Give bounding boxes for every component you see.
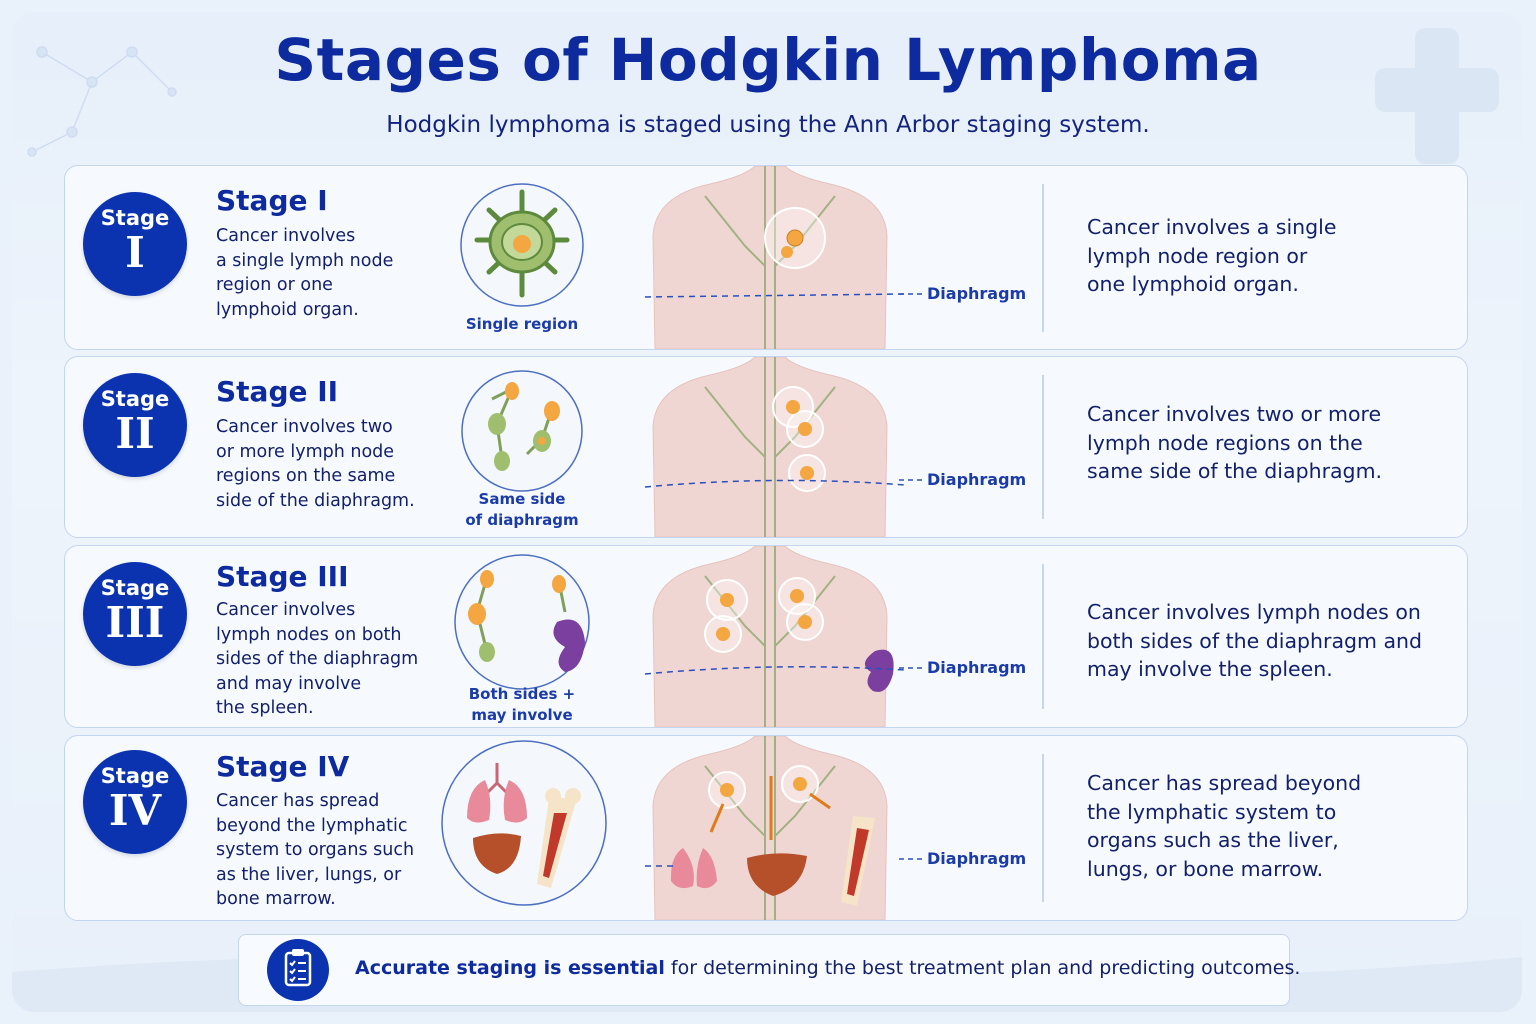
stage-description: Cancer involves a single lymph node regi… (216, 226, 394, 320)
stage-description: Cancer has spread beyond the lymphatic s… (216, 791, 415, 909)
diaphragm-label: Diaphragm (927, 470, 1027, 489)
diaphragm-label: Diaphragm (927, 658, 1027, 677)
inset-label: Both sides + may involve spleen (468, 685, 576, 724)
stage-badge-1: Stage I (83, 192, 187, 296)
torso-illustration (644, 546, 905, 727)
diaphragm-leader (899, 293, 925, 295)
footer-text-rest: for determining the best treatment plan … (664, 957, 1301, 979)
lymph-chain-icon (461, 370, 583, 492)
torso-illustration (644, 166, 905, 349)
lymph-spleen-icon (454, 554, 590, 690)
diaphragm-leader (899, 479, 925, 481)
stage-card-3: Stage III Stage III Cancer involves lymp… (64, 545, 1468, 728)
page-title: Stages of Hodgkin Lymphoma (274, 26, 1262, 94)
divider (1042, 375, 1044, 519)
diaphragm-label: Diaphragm (927, 849, 1027, 868)
inset-label: Same side of diaphragm (465, 490, 579, 529)
stage-badge-3: Stage III (83, 562, 187, 666)
stage-summary: Cancer has spread beyond the lymphatic s… (1087, 771, 1362, 881)
stage-badge-numeral: IV (108, 786, 162, 835)
clipboard-checklist-icon (267, 939, 329, 1001)
lungs-icon (467, 763, 527, 823)
stage-description: Cancer involves two or more lymph node r… (216, 417, 415, 511)
stage-badge-word: Stage (100, 387, 170, 411)
stage-heading: Stage III (216, 560, 349, 593)
divider (1042, 184, 1044, 332)
stage-badge-2: Stage II (83, 373, 187, 477)
stage-heading: Stage II (216, 375, 339, 408)
footer-note: Accurate staging is essential for determ… (238, 934, 1300, 1006)
stage-description: Cancer involves lymph nodes on both side… (216, 600, 419, 718)
stage-summary: Cancer involves two or more lymph node r… (1087, 402, 1383, 483)
stage-heading: Stage IV (216, 750, 350, 783)
stage-badge-word: Stage (100, 206, 170, 230)
stage-badge-numeral: I (125, 228, 145, 277)
diaphragm-leader (899, 667, 925, 669)
torso-illustration (644, 357, 905, 537)
page-subtitle: Hodgkin lymphoma is staged using the Ann… (386, 112, 1150, 138)
stage-heading: Stage I (216, 184, 328, 217)
organs-icon (441, 740, 607, 906)
stage-badge-numeral: II (115, 409, 155, 458)
bone-icon (537, 788, 581, 888)
torso-illustration (645, 736, 888, 920)
medical-cross-icon (1375, 28, 1499, 164)
stage-summary: Cancer involves a single lymph node regi… (1087, 215, 1337, 296)
stage-badge-4: Stage IV (83, 750, 187, 854)
inset-label: Single region (465, 315, 579, 333)
stage-badge-numeral: III (105, 598, 165, 647)
liver-icon (473, 833, 521, 874)
stage-badge-word: Stage (100, 764, 170, 788)
diaphragm-label: Diaphragm (927, 284, 1027, 303)
footer-text: Accurate staging is essential for determ… (355, 957, 1300, 979)
divider (1042, 754, 1044, 902)
stage-badge-word: Stage (100, 576, 170, 600)
lymph-node-icon (460, 183, 584, 307)
stage-card-2: Stage II Stage II Cancer involves two or… (64, 356, 1468, 538)
stage-summary: Cancer involves lymph nodes on both side… (1087, 600, 1423, 681)
footer-text-bold: Accurate staging is essential (355, 957, 665, 979)
diaphragm-leader (899, 858, 925, 860)
stage-card-4: Stage IV Stage IV Cancer has spread beyo… (64, 735, 1468, 921)
divider (1042, 564, 1044, 709)
stage-card-1: Stage I Stage I Cancer involves a single… (64, 165, 1468, 350)
